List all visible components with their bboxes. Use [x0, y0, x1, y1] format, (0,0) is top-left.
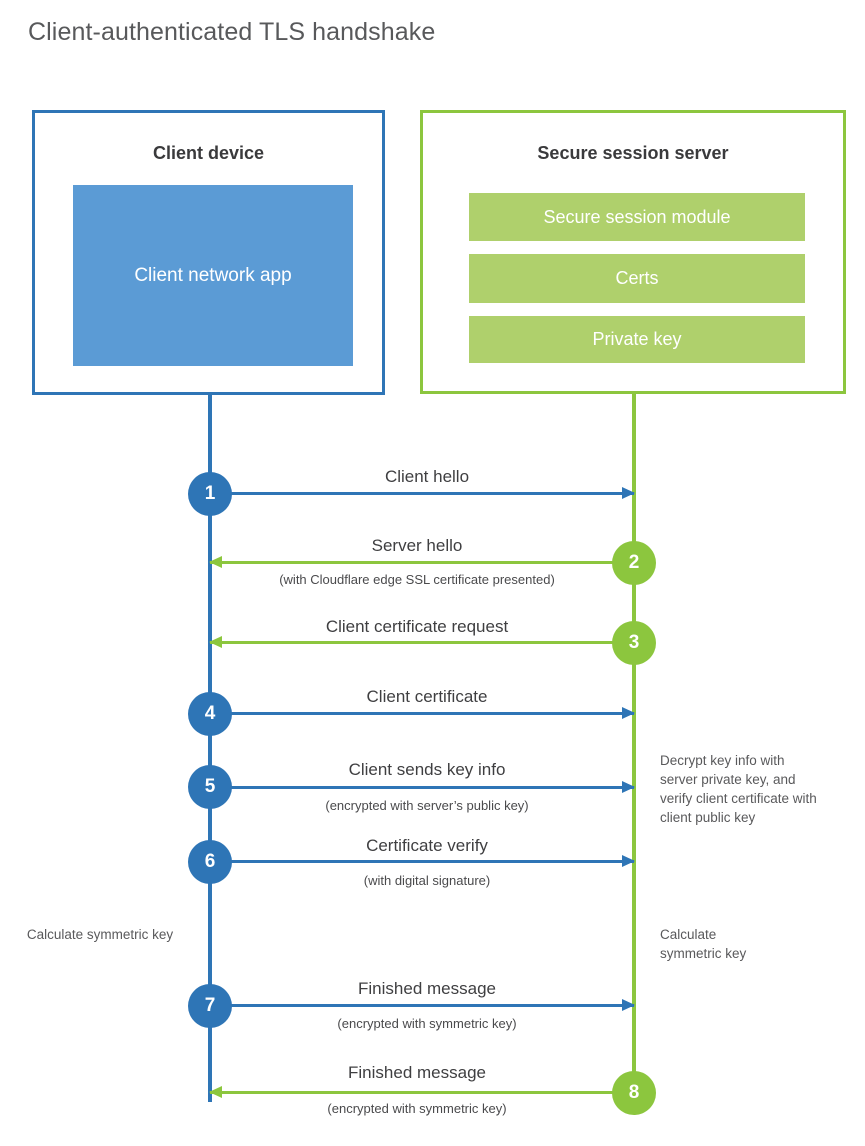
step-marker-7: 7 [188, 984, 232, 1028]
step-marker-1: 1 [188, 472, 232, 516]
arrowhead-icon [622, 707, 635, 719]
client-device-box: Client device Client network app [32, 110, 385, 395]
server-component-secure-session-module: Secure session module [469, 193, 805, 241]
server-lifeline [632, 393, 636, 1093]
arrowhead-icon [622, 781, 635, 793]
arrowhead-icon [622, 999, 635, 1011]
message-sublabel-step-6: (with digital signature) [363, 873, 491, 888]
arrowhead-icon [622, 855, 635, 867]
page-title: Client-authenticated TLS handshake [28, 18, 436, 46]
note-server-calculate-symmetric-key: Calculate symmetric key [660, 927, 747, 961]
arrow-step-2 [209, 556, 634, 568]
step-marker-8: 8 [612, 1071, 656, 1115]
step-marker-2: 2 [612, 541, 656, 585]
note-server-decrypt: Decrypt key info with server private key… [660, 753, 817, 825]
step-marker-3: 3 [612, 621, 656, 665]
arrow-step-7 [210, 999, 635, 1011]
arrow-step-4 [210, 707, 635, 719]
message-label-step-4: Client certificate [366, 687, 488, 706]
arrowhead-icon [209, 1086, 222, 1098]
client-lifeline [208, 394, 212, 1102]
step-marker-5: 5 [188, 765, 232, 809]
arrowhead-icon [622, 487, 635, 499]
arrowhead-icon [209, 556, 222, 568]
message-label-step-7: Finished message [358, 979, 496, 998]
server-component-certs: Certs [469, 254, 805, 303]
server-component-private-key: Private key [469, 316, 805, 363]
message-sublabel-step-2: (with Cloudflare edge SSL certificate pr… [279, 572, 555, 587]
arrow-step-1 [210, 487, 635, 499]
message-sublabel-step-8: (encrypted with symmetric key) [327, 1101, 507, 1116]
step-marker-4: 4 [188, 692, 232, 736]
message-label-step-1: Client hello [384, 467, 470, 486]
message-sublabel-step-7: (encrypted with symmetric key) [337, 1016, 517, 1031]
message-label-step-3: Client certificate request [325, 617, 509, 636]
arrow-step-8 [209, 1086, 634, 1098]
arrowhead-icon [209, 636, 222, 648]
secure-session-server-box: Secure session server Secure session mod… [420, 110, 846, 394]
message-label-step-6: Certificate verify [366, 836, 488, 855]
client-device-title: Client device [152, 143, 265, 163]
message-sublabel-step-5: (encrypted with server’s public key) [325, 798, 529, 813]
note-client-calculate-symmetric-key: Calculate symmetric key [26, 927, 174, 942]
step-marker-6: 6 [188, 840, 232, 884]
message-label-step-2: Server hello [371, 536, 463, 555]
message-label-step-5: Client sends key info [348, 760, 506, 779]
message-label-step-8: Finished message [348, 1063, 486, 1082]
secure-session-server-title: Secure session server [537, 143, 729, 163]
arrow-step-3 [209, 636, 634, 648]
arrow-step-5 [210, 781, 635, 793]
client-network-app-block: Client network app [73, 185, 353, 366]
arrow-step-6 [210, 855, 635, 867]
